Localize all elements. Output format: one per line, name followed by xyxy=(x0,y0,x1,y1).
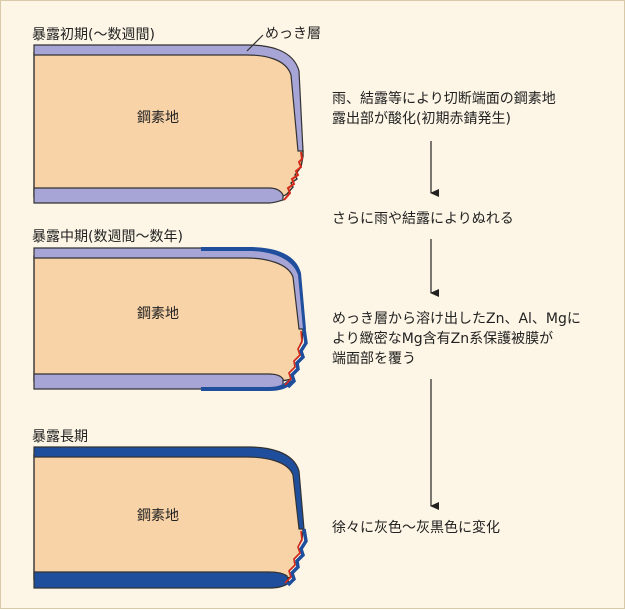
stage3-note: 徐々に灰色〜灰黒色に変化 xyxy=(332,518,500,538)
stage2-note: めっき層から溶け出したZn、Al、Mgに より緻密なMg含有Zn系保護被膜が 端… xyxy=(332,309,581,369)
stage2-plating-top xyxy=(33,247,306,330)
stage1-steel-label: 鋼素地 xyxy=(137,110,179,126)
stage3-steel-label: 鋼素地 xyxy=(137,508,179,524)
transition-note: さらに雨や結露によりぬれる xyxy=(332,211,514,227)
plating-leader-line xyxy=(246,34,264,52)
stage2-title: 暴露中期(数週間〜数年) xyxy=(32,229,183,245)
stage3-rust-edge xyxy=(284,530,303,584)
stage1-note-line: 露出部が酸化(初期赤錆発生) xyxy=(332,111,511,127)
stage1-plating-top xyxy=(33,44,304,152)
stage2-protective-film-edge xyxy=(286,328,308,389)
stage3-protective-film-edge xyxy=(286,528,308,587)
plating-layer-label: めっき層 xyxy=(265,26,321,42)
stage1-plating-bottom xyxy=(33,187,284,204)
stage1-rust-edge xyxy=(283,151,304,201)
stage2-plating-bottom xyxy=(33,373,293,391)
stage1-note: 雨、結露等により切断端面の鋼素地 露出部が酸化(初期赤錆発生) xyxy=(332,89,556,129)
stage2-note-line: めっき層から溶け出したZn、Al、Mgに xyxy=(332,311,581,327)
stage1-note-line: 雨、結露等により切断端面の鋼素地 xyxy=(332,91,556,107)
stage2-rust-edge xyxy=(284,330,303,386)
stage1-title: 暴露初期(〜数週間) xyxy=(32,27,155,43)
stage2-note-line: 端面部を覆う xyxy=(332,351,416,367)
stage3-note-line: 徐々に灰色〜灰黒色に変化 xyxy=(332,520,500,536)
stage2-note-line: より緻密なMg含有Zn系保護被膜が xyxy=(332,331,554,347)
stage2-steel-label: 鋼素地 xyxy=(137,306,179,322)
stage3-plating-bottom xyxy=(33,571,290,589)
stage3-title: 暴露長期 xyxy=(32,429,88,445)
stage3-plating-top xyxy=(33,446,305,530)
